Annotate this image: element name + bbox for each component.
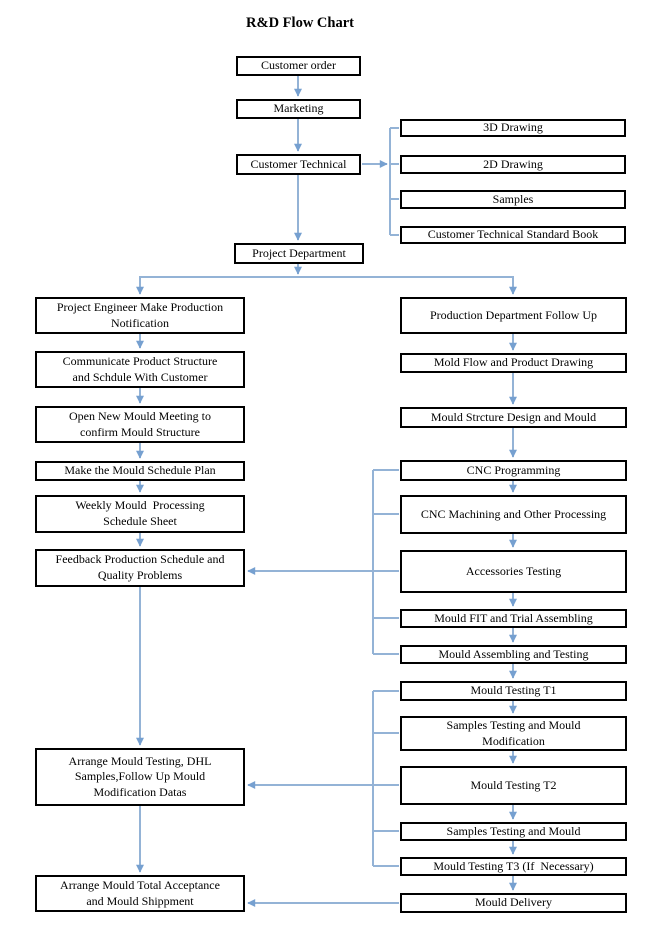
node-mold-flow-product-drawing: Mold Flow and Product Drawing	[400, 353, 627, 373]
node-cnc-machining: CNC Machining and Other Processing	[400, 495, 627, 534]
node-customer-order: Customer order	[236, 56, 361, 76]
node-mould-fit-trial-assembling: Mould FIT and Trial Assembling	[400, 609, 627, 628]
page-title: R&D Flow Chart	[246, 15, 354, 31]
node-mould-testing-t3: Mould Testing T3 (If Necessary)	[400, 857, 627, 876]
node-marketing: Marketing	[236, 99, 361, 119]
node-communicate-product-structure: Communicate Product Structure and Schdul…	[35, 351, 245, 388]
node-accessories-testing: Accessories Testing	[400, 550, 627, 593]
node-feedback-production-schedule: Feedback Production Schedule and Quality…	[35, 549, 245, 587]
node-samples-testing-modification: Samples Testing and Mould Modification	[400, 716, 627, 751]
node-mould-testing-t1: Mould Testing T1	[400, 681, 627, 701]
node-mould-delivery: Mould Delivery	[400, 893, 627, 913]
node-open-new-mould-meeting: Open New Mould Meeting to confirm Mould …	[35, 406, 245, 443]
node-project-engineer-notification: Project Engineer Make Production Notific…	[35, 297, 245, 334]
node-2d-drawing: 2D Drawing	[400, 155, 626, 174]
node-mould-testing-t2: Mould Testing T2	[400, 766, 627, 805]
node-arrange-mould-total-acceptance: Arrange Mould Total Acceptance and Mould…	[35, 875, 245, 912]
node-3d-drawing: 3D Drawing	[400, 119, 626, 137]
node-cnc-programming: CNC Programming	[400, 460, 627, 481]
node-production-department-follow-up: Production Department Follow Up	[400, 297, 627, 334]
node-weekly-mould-processing: Weekly Mould Processing Schedule Sheet	[35, 495, 245, 533]
node-project-department: Project Department	[234, 243, 364, 264]
node-samples: Samples	[400, 190, 626, 209]
node-customer-technical: Customer Technical	[236, 154, 361, 175]
node-mould-assembling-testing: Mould Assembling and Testing	[400, 645, 627, 664]
node-samples-testing-mould: Samples Testing and Mould	[400, 822, 627, 841]
node-customer-technical-standard-book: Customer Technical Standard Book	[400, 226, 626, 244]
node-mould-structure-design: Mould Strcture Design and Mould	[400, 407, 627, 428]
node-arrange-mould-testing: Arrange Mould Testing, DHL Samples,Follo…	[35, 748, 245, 806]
node-make-mould-schedule-plan: Make the Mould Schedule Plan	[35, 461, 245, 481]
